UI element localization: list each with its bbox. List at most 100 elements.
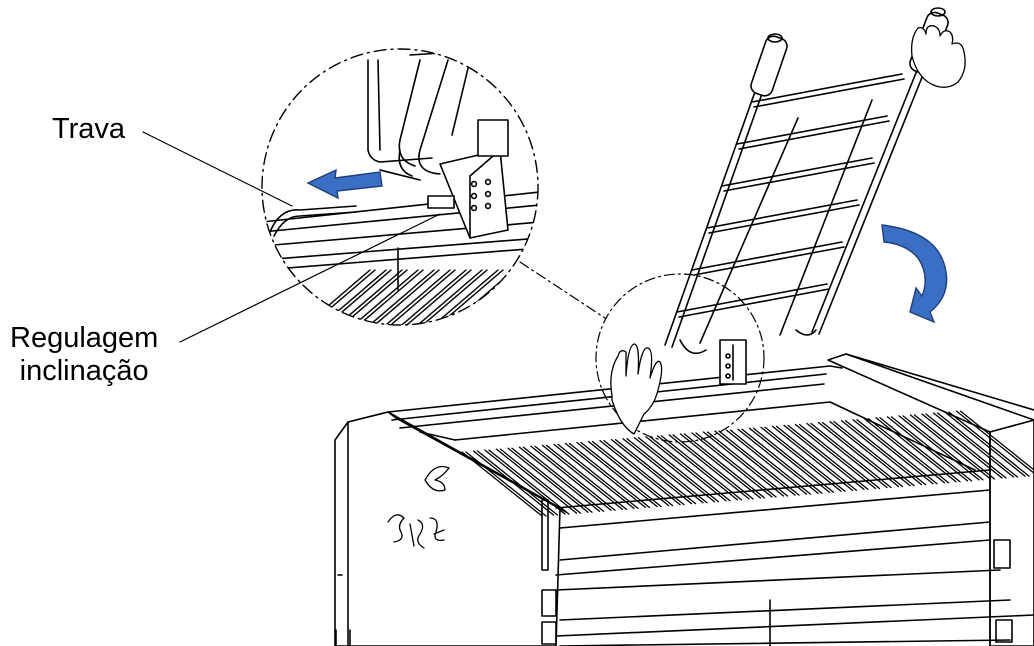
bar-line (499, 448, 582, 514)
bar-line (576, 441, 658, 508)
bar-line (738, 120, 890, 150)
bar-line (580, 441, 662, 508)
hand-icon (610, 343, 663, 435)
detail-callout-small (595, 273, 765, 443)
bar-line (833, 420, 915, 487)
bar-line (614, 438, 697, 505)
bar-line (545, 444, 628, 511)
bar-line (587, 440, 670, 507)
bar-line (668, 434, 750, 500)
hand-icon (910, 25, 966, 88)
bar-line (925, 413, 1007, 479)
regulagem-label: Regulagem inclinação (10, 322, 158, 388)
bar-line (890, 416, 973, 482)
bar-line (787, 424, 869, 491)
bar-line (368, 269, 440, 325)
bar-line (522, 446, 605, 512)
bar-line (603, 439, 685, 506)
bar-line (691, 432, 773, 498)
bar-line (633, 437, 716, 503)
bar-line (714, 430, 796, 496)
bar-line (959, 410, 1034, 471)
bar-line (810, 422, 892, 489)
bar-line (678, 288, 830, 318)
bar-line (384, 269, 456, 325)
bar-line (507, 269, 538, 325)
bar-line (879, 417, 961, 483)
regulagem-label-line1: Regulagem (10, 322, 159, 354)
bar-line (856, 419, 938, 485)
bar-line (395, 269, 467, 325)
bar-line (764, 426, 846, 492)
bar-line (867, 418, 950, 484)
bar-line (944, 411, 1026, 477)
bar-line (932, 412, 1015, 478)
bar-line (693, 246, 845, 276)
detail-callout-large (261, 48, 539, 326)
left-arrow-icon (306, 168, 383, 200)
bar-line (683, 433, 766, 499)
grill-body (334, 353, 1034, 646)
bar-line (852, 419, 934, 485)
bar-line (472, 450, 555, 516)
bar-line (299, 269, 371, 325)
bar-line (518, 446, 601, 512)
bar-line (817, 421, 900, 488)
bar-line (936, 412, 1019, 478)
bar-line (626, 438, 708, 504)
bar-line (599, 439, 681, 506)
bar-line (672, 434, 754, 500)
bar-line (691, 241, 843, 271)
grill-grate (461, 410, 1034, 517)
bar-line (656, 435, 739, 501)
bar-line (564, 442, 647, 509)
bar-line (783, 424, 865, 491)
bar-line (806, 422, 888, 489)
bar-line (737, 428, 819, 494)
bar-line (736, 115, 888, 145)
bar-line (702, 431, 785, 497)
bar-line (909, 414, 992, 480)
trava-leader-line (142, 131, 293, 207)
bar-line (649, 436, 731, 502)
bar-line (741, 428, 823, 494)
bar-line (465, 451, 547, 517)
bar-line (948, 411, 1030, 477)
bar-line (530, 445, 612, 511)
bar-line (753, 78, 905, 108)
bar-line (821, 421, 904, 488)
bar-line (637, 437, 720, 503)
bar-line (511, 447, 593, 513)
regulagem-label-line2: inclinação (19, 355, 149, 387)
bar-line (913, 414, 996, 480)
bar-line (844, 419, 927, 486)
bar-line (679, 433, 762, 499)
bar-line (461, 451, 543, 517)
bar-line (507, 447, 589, 513)
bar-line (886, 416, 969, 482)
bar-line (534, 445, 616, 511)
bar-line (568, 442, 651, 509)
bar-line (771, 425, 854, 492)
bar-line (645, 436, 727, 502)
bar-line (775, 425, 858, 492)
regulagem-leader-line (179, 213, 441, 343)
bar-line (729, 429, 812, 495)
bar-line (794, 423, 877, 490)
bar-line (706, 199, 858, 229)
bar-line (411, 269, 483, 325)
bar-line (863, 418, 946, 484)
bar-line (512, 269, 538, 325)
rotate-arrow-icon (881, 224, 948, 324)
bar-line (706, 431, 789, 497)
bar-line (676, 283, 828, 313)
bar-line (363, 269, 435, 325)
bar-line (304, 269, 376, 325)
bar-line (751, 73, 903, 103)
bar-line (721, 157, 873, 187)
bar-line (496, 269, 538, 325)
trava-label: Trava (52, 113, 126, 145)
bar-line (955, 410, 1034, 474)
